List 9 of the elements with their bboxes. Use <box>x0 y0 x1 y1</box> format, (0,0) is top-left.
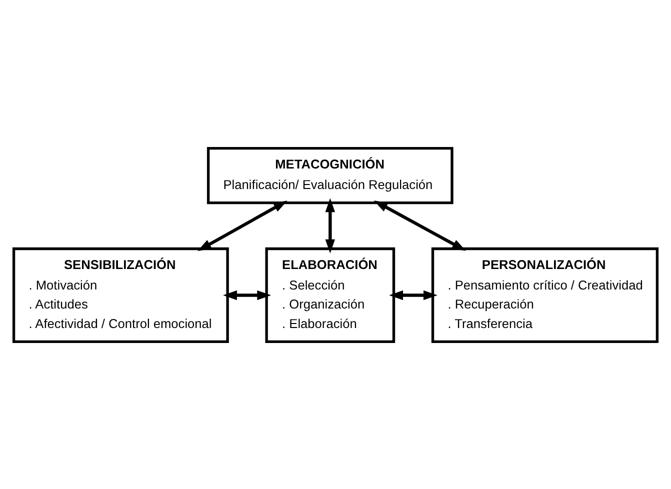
node-box: ELABORACIÓN . Selección . Organización . Elaboración <box>265 246 396 343</box>
arrow <box>389 290 438 300</box>
arrow <box>223 290 272 300</box>
arrow <box>325 198 336 253</box>
node-box: PERSONALIZACIÓN . Pensamiento crítico / Creatividad . Recuperación . Transferencia <box>431 246 659 343</box>
node-box: SENSIBILIZACIÓN . Motivación . Actitudes . Afectividad / Control emocional <box>12 246 229 343</box>
arrow <box>374 200 466 250</box>
arrow <box>197 200 288 251</box>
node-box: METACOGNICIÓN Planificación/ Evaluación Regulación <box>206 146 454 204</box>
